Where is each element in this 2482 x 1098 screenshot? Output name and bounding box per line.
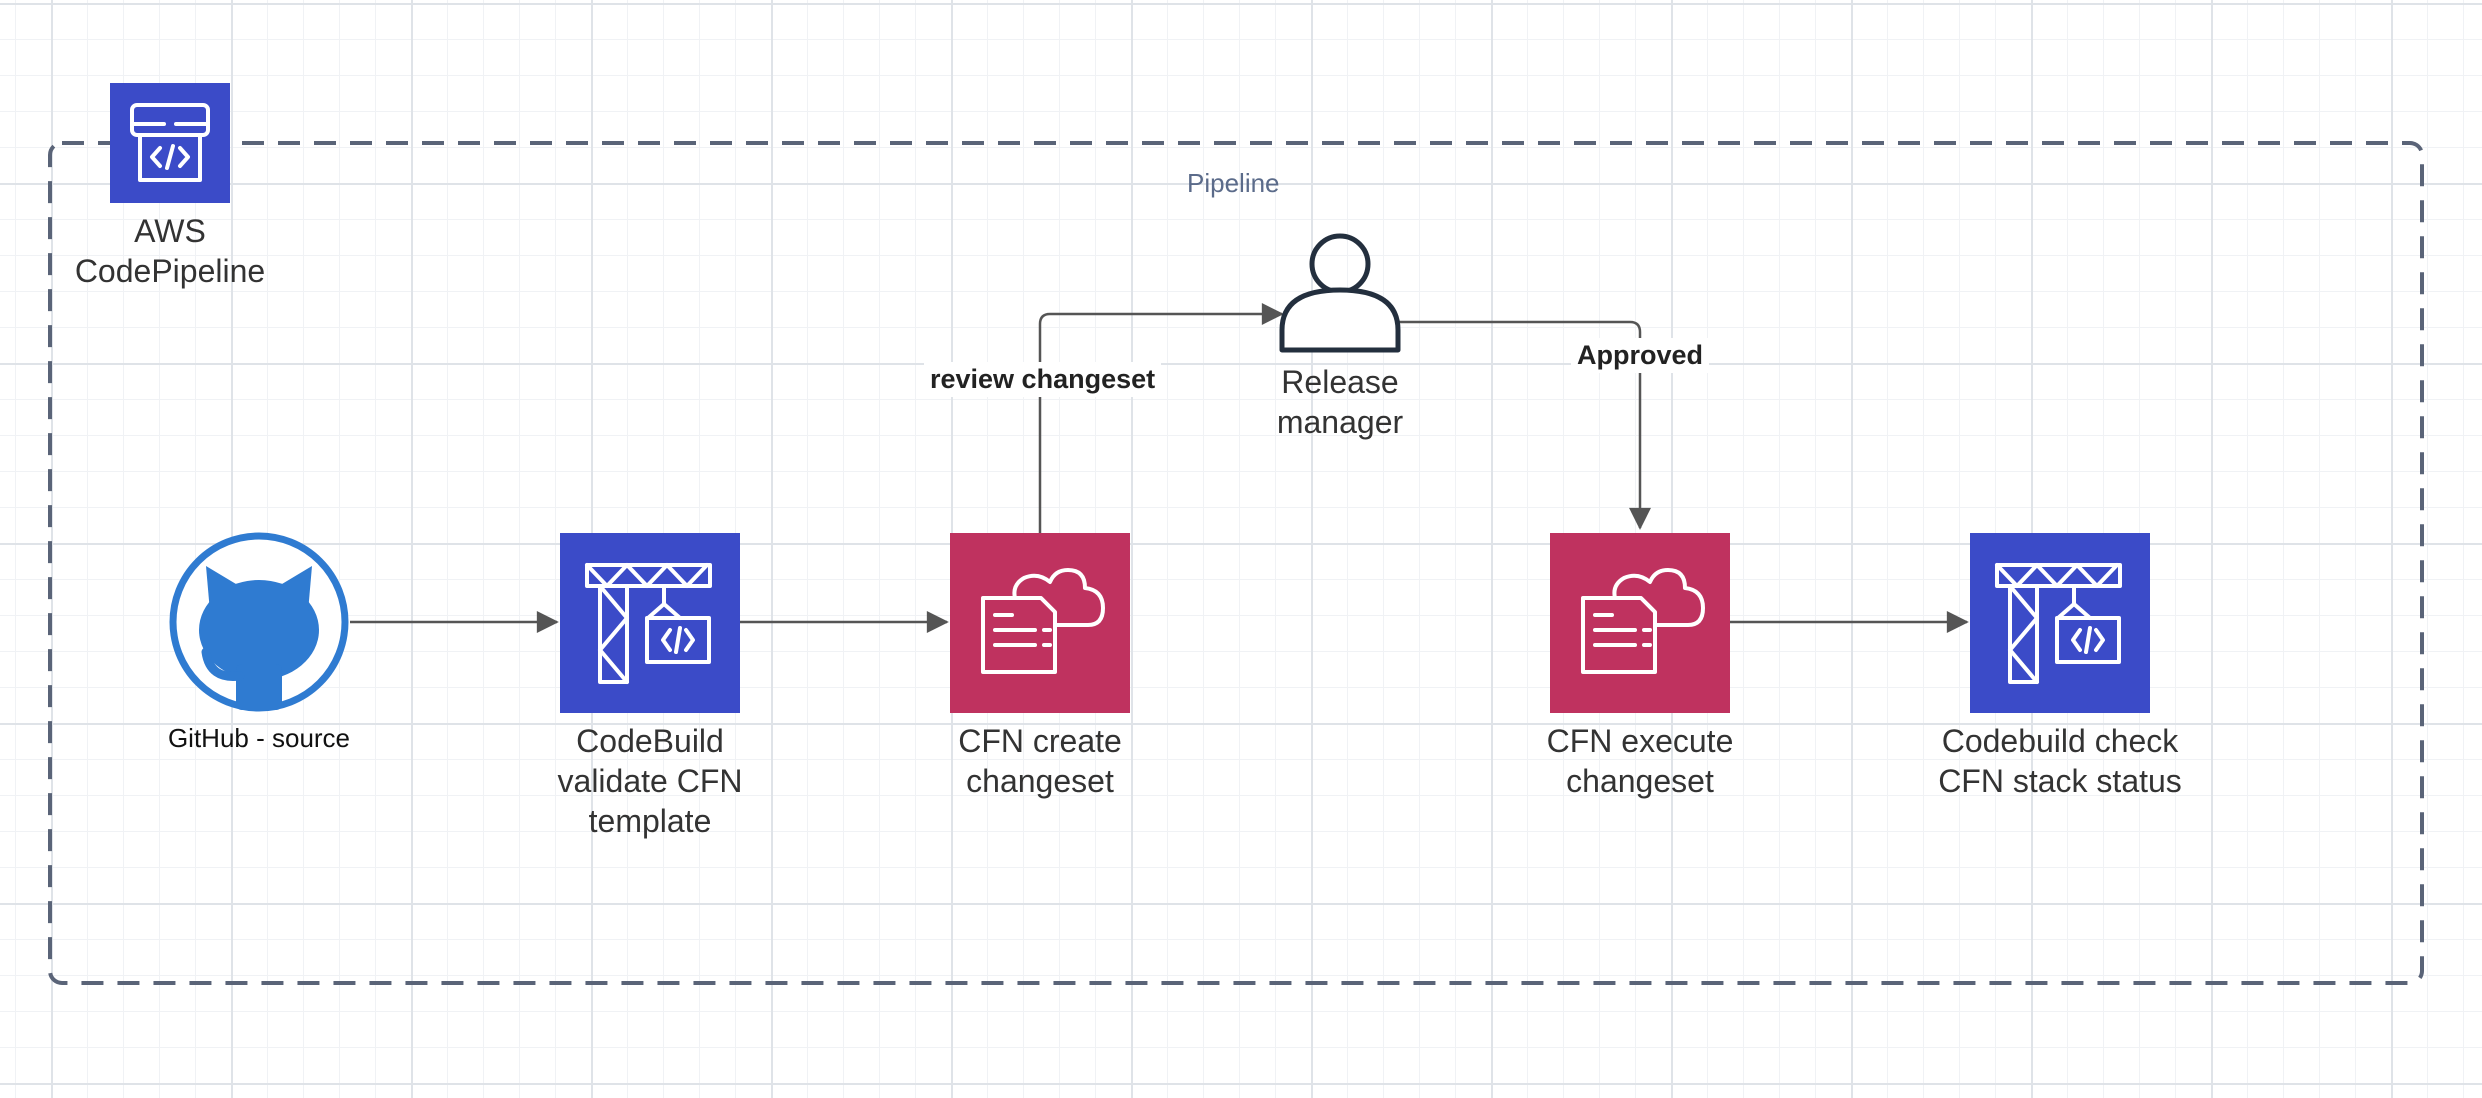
cfn-execute-icon-bg <box>1550 533 1730 713</box>
review-changeset-label: review changeset <box>924 362 1162 397</box>
codebuild-validate-node[interactable] <box>560 533 740 713</box>
codebuild-validate-icon-bg <box>560 533 740 713</box>
pipeline-group-boundary <box>48 141 2424 985</box>
cfn-execute-label: CFN execute changeset <box>1546 723 1734 799</box>
codepipeline-label: AWS CodePipeline <box>74 213 266 289</box>
user-icon <box>1279 233 1401 353</box>
cloudformation-icon <box>1581 568 1705 674</box>
cfn-create-label: CFN create changeset <box>958 723 1122 799</box>
pipeline-group-label: Pipeline <box>1187 168 1280 198</box>
approved-label: Approved <box>1571 338 1710 373</box>
codepipeline-node[interactable] <box>110 83 230 203</box>
codebuild-icon <box>1995 563 2122 684</box>
codebuild-check-icon-bg <box>1970 533 2150 713</box>
github-label: GitHub - source <box>167 723 351 753</box>
codebuild-validate-label: CodeBuild validate CFN template <box>557 723 743 839</box>
edge-manager-to-execute[interactable] <box>1398 320 1651 530</box>
release-manager-node[interactable] <box>1279 233 1401 353</box>
cfn-execute-node[interactable] <box>1550 533 1730 713</box>
codebuild-check-node[interactable] <box>1970 533 2150 713</box>
codebuild-check-label: Codebuild check CFN stack status <box>1938 723 2182 799</box>
cloudformation-icon <box>981 568 1105 674</box>
codepipeline-icon <box>130 103 210 182</box>
github-icon <box>199 566 319 710</box>
codebuild-icon <box>585 563 712 684</box>
release-manager-label: Release manager <box>1276 364 1404 440</box>
cfn-create-icon-bg <box>950 533 1130 713</box>
github-node[interactable] <box>169 532 349 712</box>
codepipeline-icon-bg <box>110 83 230 203</box>
edge-create-to-manager[interactable] <box>1038 303 1284 533</box>
cfn-create-node[interactable] <box>950 533 1130 713</box>
